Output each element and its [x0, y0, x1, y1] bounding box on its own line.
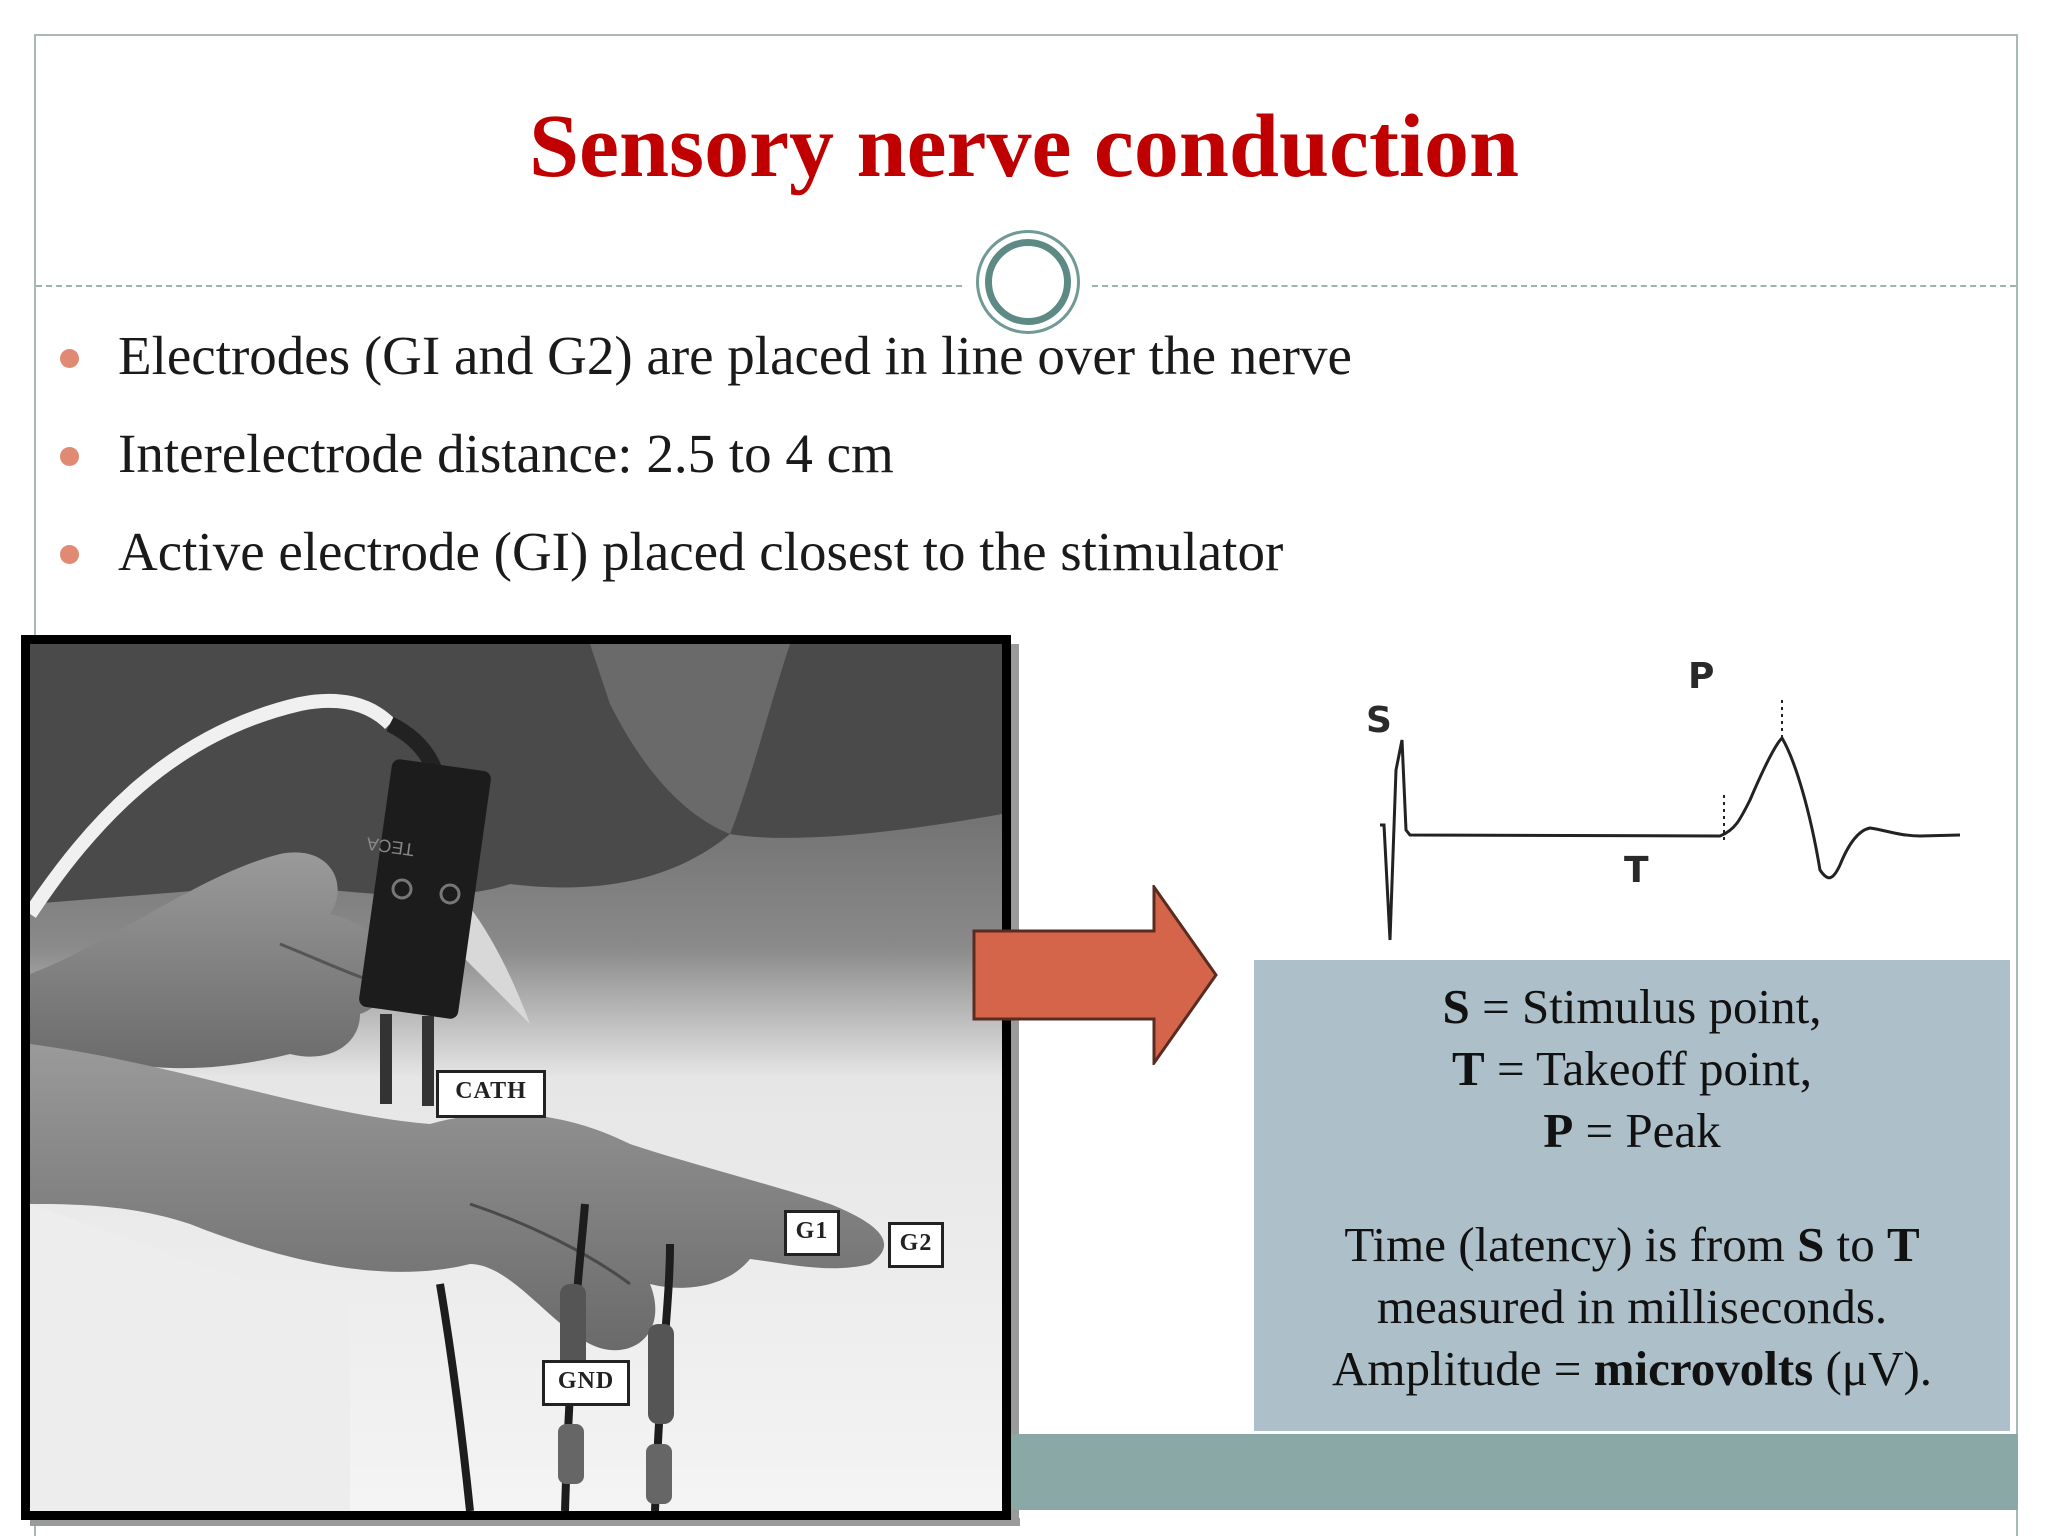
legend-amplitude-line: Amplitude = microvolts (μV).: [1331, 1341, 1933, 1396]
gnd-label: GND: [542, 1360, 630, 1406]
slide-title: Sensory nerve conduction: [529, 97, 1519, 196]
photo-shadow: [1011, 644, 1019, 1526]
title-divider-left: [36, 285, 962, 287]
legend-measured-line: measured in milliseconds.: [1376, 1279, 1888, 1334]
title-divider-right: [1092, 285, 2016, 287]
waveform-label-p: P: [1688, 656, 1715, 697]
g1-label: G1: [784, 1210, 840, 1256]
bullet-text: Active electrode (GI) placed closest to …: [118, 521, 1284, 582]
bullet-list: Electrodes (GI and G2) are placed in lin…: [60, 320, 1352, 614]
legend-box: S = Stimulus point, T = Takeoff point, P…: [1251, 957, 2013, 1434]
legend-line-t: T = Takeoff point,: [1452, 1041, 1812, 1096]
bullet-item: Interelectrode distance: 2.5 to 4 cm: [60, 418, 1352, 516]
hand-illustration: TECA: [30, 644, 1002, 1511]
right-arrow-icon: [972, 885, 1218, 1065]
bullet-dot-icon: [60, 545, 79, 564]
bullet-dot-icon: [60, 349, 79, 368]
legend-line-p: P = Peak: [1543, 1103, 1721, 1158]
bullet-dot-icon: [60, 447, 79, 466]
photo-shadow: [30, 1518, 1020, 1526]
bullet-item: Electrodes (GI and G2) are placed in lin…: [60, 320, 1352, 418]
circle-ornament-icon: [976, 230, 1080, 334]
g2-label: G2: [888, 1222, 944, 1268]
legend-line-s: S = Stimulus point,: [1442, 979, 1822, 1034]
bottom-accent-band: [1011, 1434, 2018, 1510]
waveform-diagram: [1380, 698, 1961, 941]
bullet-item: Active electrode (GI) placed closest to …: [60, 516, 1352, 614]
cath-label: CATH: [436, 1070, 546, 1118]
legend-latency-line: Time (latency) is from S to T: [1344, 1217, 1920, 1272]
waveform-label-s: S: [1366, 700, 1392, 741]
bullet-text: Electrodes (GI and G2) are placed in lin…: [118, 325, 1352, 386]
electrode-placement-photo: TECA CATH G1 G2 GND: [21, 635, 1011, 1520]
waveform-label-t: T: [1624, 850, 1649, 891]
bullet-text: Interelectrode distance: 2.5 to 4 cm: [118, 423, 894, 484]
